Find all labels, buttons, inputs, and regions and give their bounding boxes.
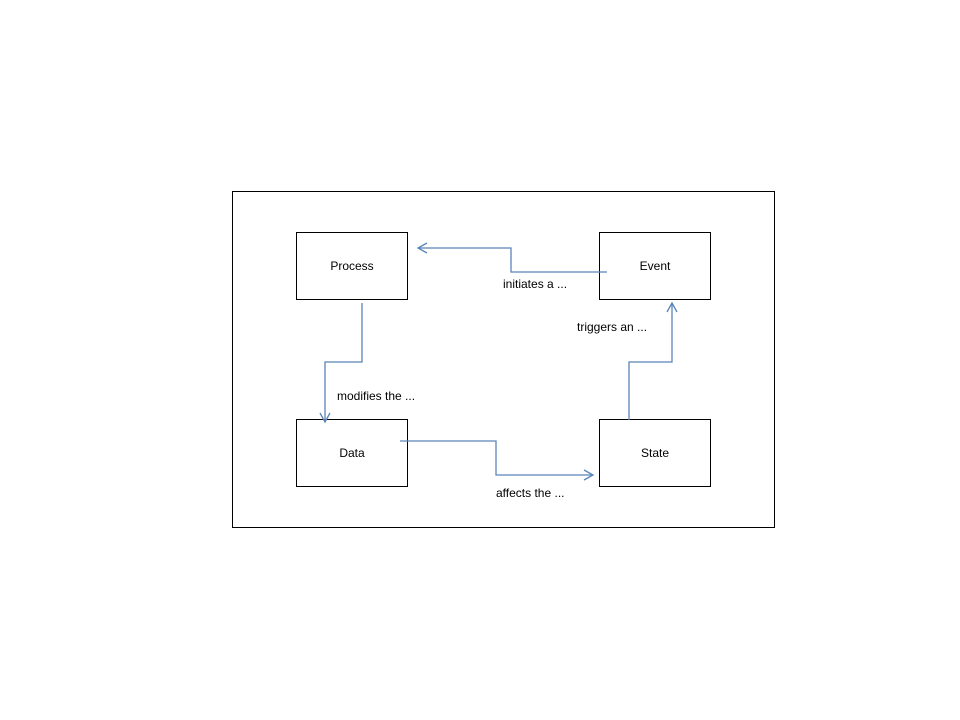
edge-label-modifies: modifies the ... xyxy=(337,389,416,403)
arrowhead-data xyxy=(319,412,331,424)
edge-process-to-data xyxy=(324,303,363,422)
arrowhead-state xyxy=(583,469,595,481)
node-state: State xyxy=(599,419,711,487)
edge-label-triggers: triggers an ... xyxy=(577,320,648,334)
edge-label-initiates: initiates a ... xyxy=(503,277,568,291)
node-process-label: Process xyxy=(330,259,374,273)
node-data: Data xyxy=(296,419,408,487)
arrowhead-event xyxy=(666,301,678,313)
node-event: Event xyxy=(599,232,711,300)
node-state-label: State xyxy=(640,446,670,460)
arrowhead-process xyxy=(416,242,428,254)
node-process: Process xyxy=(296,232,408,300)
edge-state-to-event xyxy=(628,303,673,420)
edge-event-to-process xyxy=(418,247,607,273)
edge-label-affects: affects the ... xyxy=(496,486,565,500)
node-event-label: Event xyxy=(639,259,671,273)
diagram-frame xyxy=(232,191,775,528)
edge-data-to-state xyxy=(400,440,593,476)
node-data-label: Data xyxy=(339,446,365,460)
